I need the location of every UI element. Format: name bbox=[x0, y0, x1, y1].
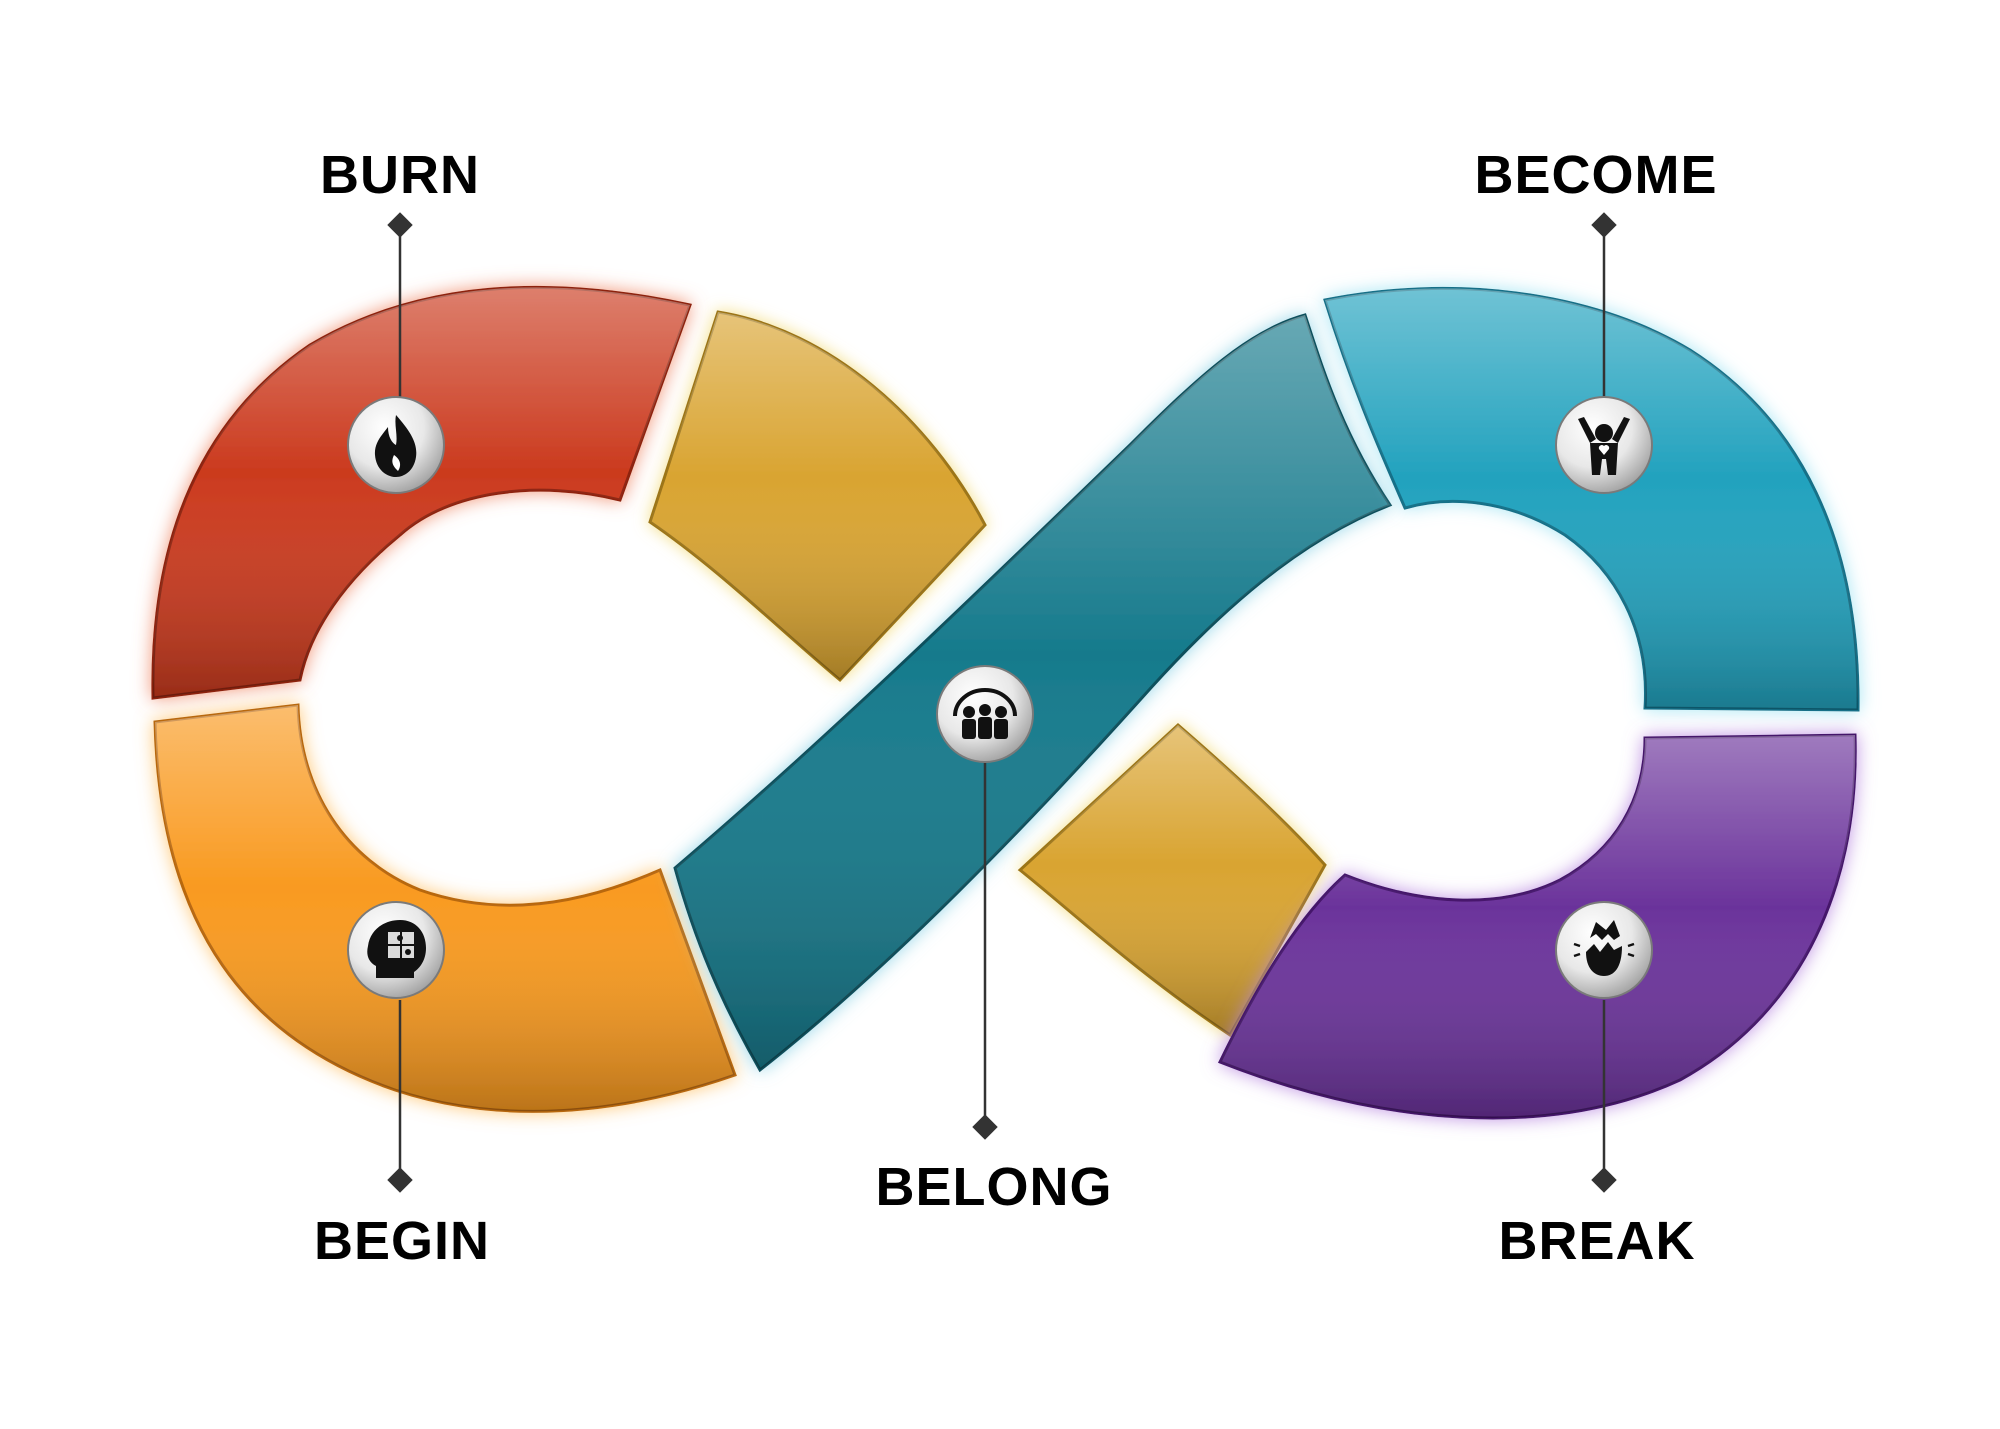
badge-break bbox=[1555, 901, 1653, 999]
head-puzzle-icon bbox=[367, 920, 426, 978]
badge-burn bbox=[347, 396, 445, 494]
stage-label-belong: BELONG bbox=[875, 1157, 1113, 1217]
leader-burn bbox=[387, 212, 413, 415]
segment-belong bbox=[673, 313, 1393, 1073]
connector-lower bbox=[1017, 722, 1327, 1038]
badge-begin bbox=[347, 901, 445, 999]
raised-arms-person-icon bbox=[1578, 417, 1630, 475]
badge-become bbox=[1555, 396, 1653, 494]
segment-break bbox=[1217, 733, 1857, 1120]
connector-upper bbox=[648, 310, 987, 683]
stage-label-begin: BEGIN bbox=[313, 1211, 491, 1271]
segment-become bbox=[1323, 286, 1860, 712]
segment-begin bbox=[153, 703, 737, 1113]
group-people-icon bbox=[953, 688, 1017, 739]
segment-burn bbox=[151, 285, 692, 700]
badge-belong bbox=[936, 665, 1034, 763]
stage-label-become: BECOME bbox=[1474, 145, 1718, 205]
flame-icon bbox=[374, 415, 417, 477]
stage-label-burn: BURN bbox=[320, 145, 480, 205]
breaking-egg-icon bbox=[1573, 920, 1635, 976]
stage-label-break: BREAK bbox=[1498, 1211, 1696, 1271]
